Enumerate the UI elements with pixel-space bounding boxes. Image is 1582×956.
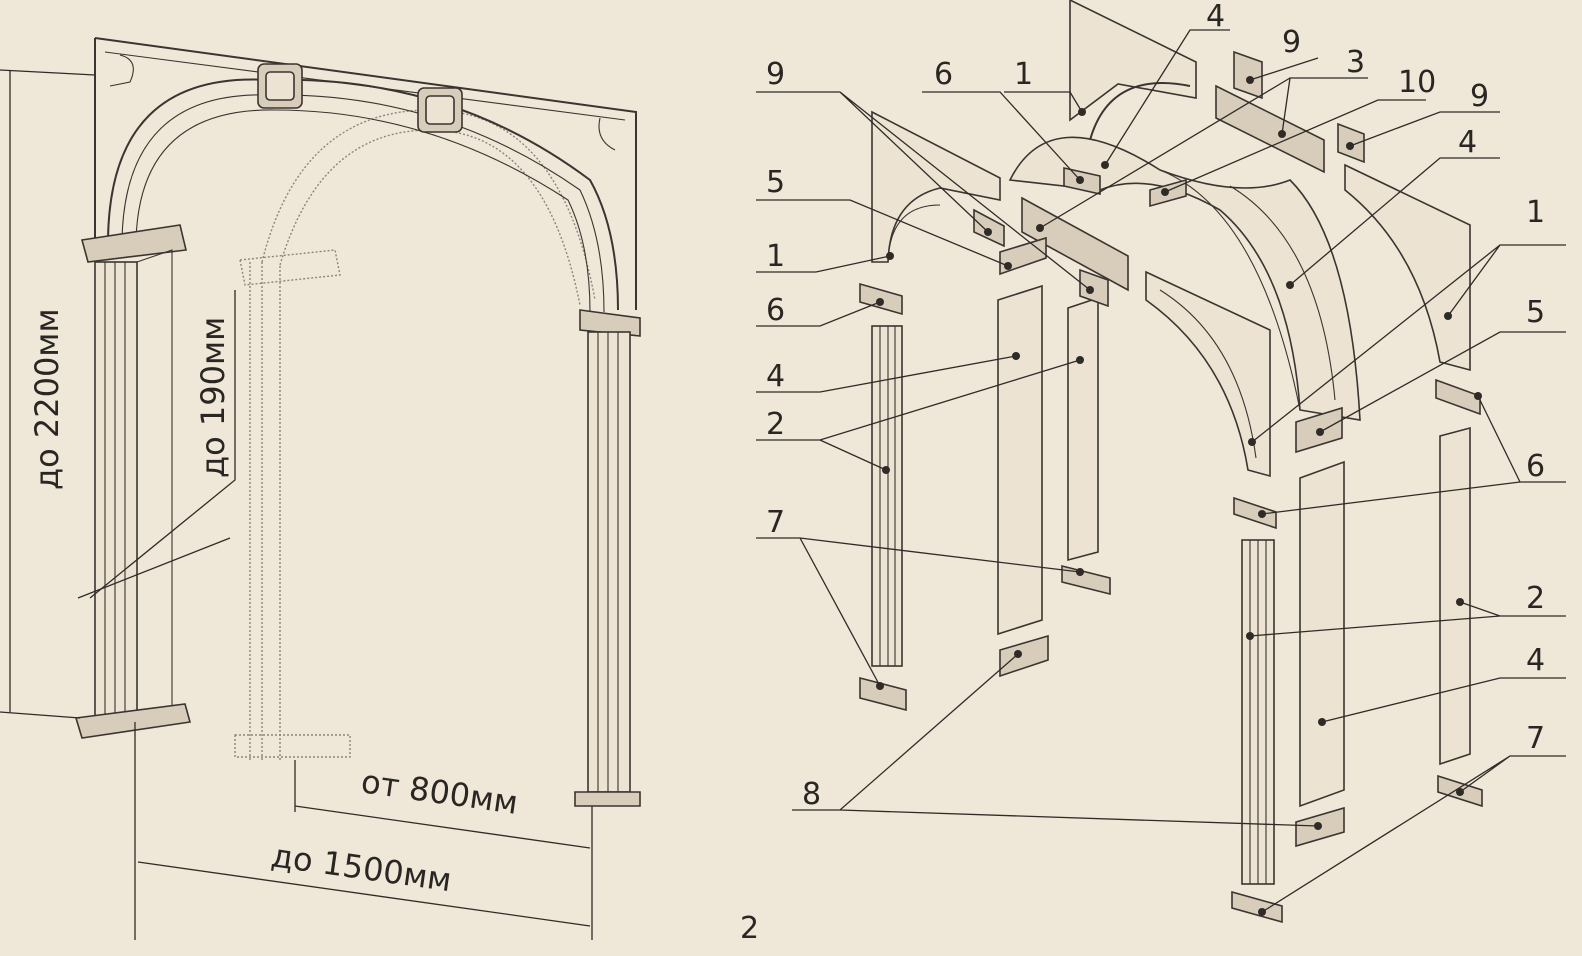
front-right-panel	[1145, 270, 1271, 478]
callout-right-1: 1	[1526, 195, 1545, 230]
dim-max-width-label: до 1500мм	[269, 836, 454, 899]
dimension-lines	[0, 69, 593, 940]
callout-top-9: 9	[1282, 25, 1301, 60]
leader-dots	[876, 76, 1482, 916]
callout-top-3: 3	[1346, 45, 1365, 80]
dim-height-label: до 2200мм	[28, 308, 66, 490]
callout-left-4: 4	[766, 359, 785, 394]
callout-left-5: 5	[766, 165, 785, 200]
callout-right-4: 4	[1526, 643, 1545, 678]
callout-left-8: 8	[802, 777, 821, 812]
pilasters	[871, 284, 1471, 885]
callout-left-6b: 6	[766, 293, 785, 328]
callout-top-4: 4	[1206, 0, 1225, 34]
dim-depth-label: до 190мм	[194, 317, 232, 478]
callout-top-9b: 9	[1470, 79, 1489, 114]
front-left-panel	[871, 110, 1001, 263]
callout-right-7: 7	[1526, 721, 1545, 756]
dim-min-width-label: от 800мм	[359, 762, 521, 822]
callout-left-1b: 1	[766, 239, 785, 274]
callout-top-10: 10	[1398, 65, 1436, 100]
crossbars	[1021, 84, 1325, 292]
callout-top-4b: 4	[1458, 125, 1477, 160]
arch-curve	[107, 78, 619, 313]
left-column	[74, 224, 192, 739]
callout-left-2: 2	[766, 407, 785, 442]
figure-label: 2	[740, 911, 759, 946]
callout-left-9: 9	[766, 57, 785, 92]
callout-right-2: 2	[1526, 581, 1545, 616]
right-column	[574, 309, 641, 807]
keystone-blocks	[257, 63, 463, 133]
rear-top-panel	[1069, 0, 1197, 141]
callout-right-6: 6	[1526, 449, 1545, 484]
callout-right-5: 5	[1526, 295, 1545, 330]
rear-portal-ghost	[234, 109, 596, 760]
assembled-arch: до 2200мм до 190мм от 800мм до 1500мм	[0, 37, 641, 940]
callout-left-1a: 1	[1014, 57, 1033, 92]
callout-left-6a: 6	[934, 57, 953, 92]
right-rear-panel	[1344, 163, 1471, 372]
exploded-arch: 4 9 3 10 9 4 9 6 1 5 1 6 4 2 7 8 1 5 6 2…	[756, 0, 1566, 924]
leader-lines	[756, 29, 1566, 913]
callout-left-7: 7	[766, 505, 785, 540]
